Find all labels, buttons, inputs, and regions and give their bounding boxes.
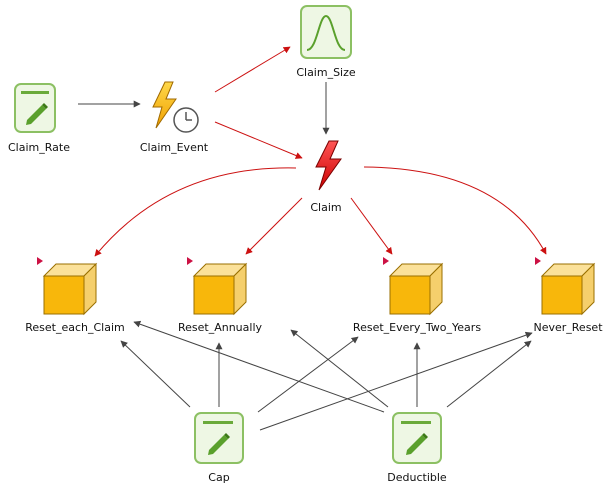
flag-icon xyxy=(535,257,541,265)
node-claim-size[interactable]: Claim_Size xyxy=(296,5,356,79)
arrow-deductible-to-reset-annually xyxy=(290,329,389,408)
node-cap[interactable]: Cap xyxy=(194,412,244,484)
timed-event-icon xyxy=(152,81,199,133)
flag-icon xyxy=(187,257,193,265)
node-label: Claim_Rate xyxy=(8,141,70,154)
stock-cube-icon xyxy=(388,262,444,316)
arrow-claim-to-reset-each-claim xyxy=(94,167,297,257)
arrows xyxy=(78,46,547,431)
node-reset-annually[interactable]: Reset_Annually xyxy=(178,257,263,334)
pencil-variable-icon xyxy=(14,83,56,133)
arrow-deductible-to-reset-each-claim xyxy=(133,320,385,413)
node-label: Reset_Every_Two_Years xyxy=(353,321,481,334)
node-label: Never_Reset xyxy=(533,321,603,334)
node-claim[interactable]: Claim xyxy=(310,140,342,214)
node-label: Deductible xyxy=(387,471,447,484)
arrow-claim-to-reset-annually xyxy=(245,197,303,255)
stock-cube-icon xyxy=(540,262,596,316)
node-label: Reset_Annually xyxy=(178,321,263,334)
flag-icon xyxy=(37,257,43,265)
arrow-claim-event-to-claim xyxy=(214,121,303,159)
node-never-reset[interactable]: Never_Reset xyxy=(533,257,603,334)
arrow-claim-to-reset-every-two-years xyxy=(350,197,393,255)
flag-icon xyxy=(383,257,389,265)
arrow-cap-to-reset-each-claim xyxy=(120,340,191,408)
node-claim-rate[interactable]: Claim_Rate xyxy=(8,83,70,154)
node-label: Claim_Size xyxy=(296,66,356,79)
pencil-variable-icon xyxy=(392,412,442,464)
stock-cube-icon xyxy=(42,262,98,316)
arrow-claim-to-never-reset xyxy=(363,166,547,255)
arrow-cap-to-never-reset xyxy=(259,331,533,431)
node-label: Reset_each_Claim xyxy=(25,321,125,334)
node-deductible[interactable]: Deductible xyxy=(387,412,447,484)
node-label: Cap xyxy=(208,471,229,484)
node-claim-event[interactable]: Claim_Event xyxy=(140,81,209,154)
arrow-cap-to-reset-every-two-years xyxy=(257,336,359,413)
node-reset-each-claim[interactable]: Reset_each_Claim xyxy=(25,257,125,334)
node-label: Claim_Event xyxy=(140,141,209,154)
arrow-claim-event-to-claim-size xyxy=(214,46,291,93)
lightning-event-icon xyxy=(315,140,342,191)
node-reset-every-two-years[interactable]: Reset_Every_Two_Years xyxy=(353,257,481,334)
arrow-deductible-to-never-reset xyxy=(446,340,532,408)
stock-cube-icon xyxy=(192,262,248,316)
distribution-curve-icon xyxy=(300,5,352,59)
node-label: Claim xyxy=(310,201,341,214)
pencil-variable-icon xyxy=(194,412,244,464)
